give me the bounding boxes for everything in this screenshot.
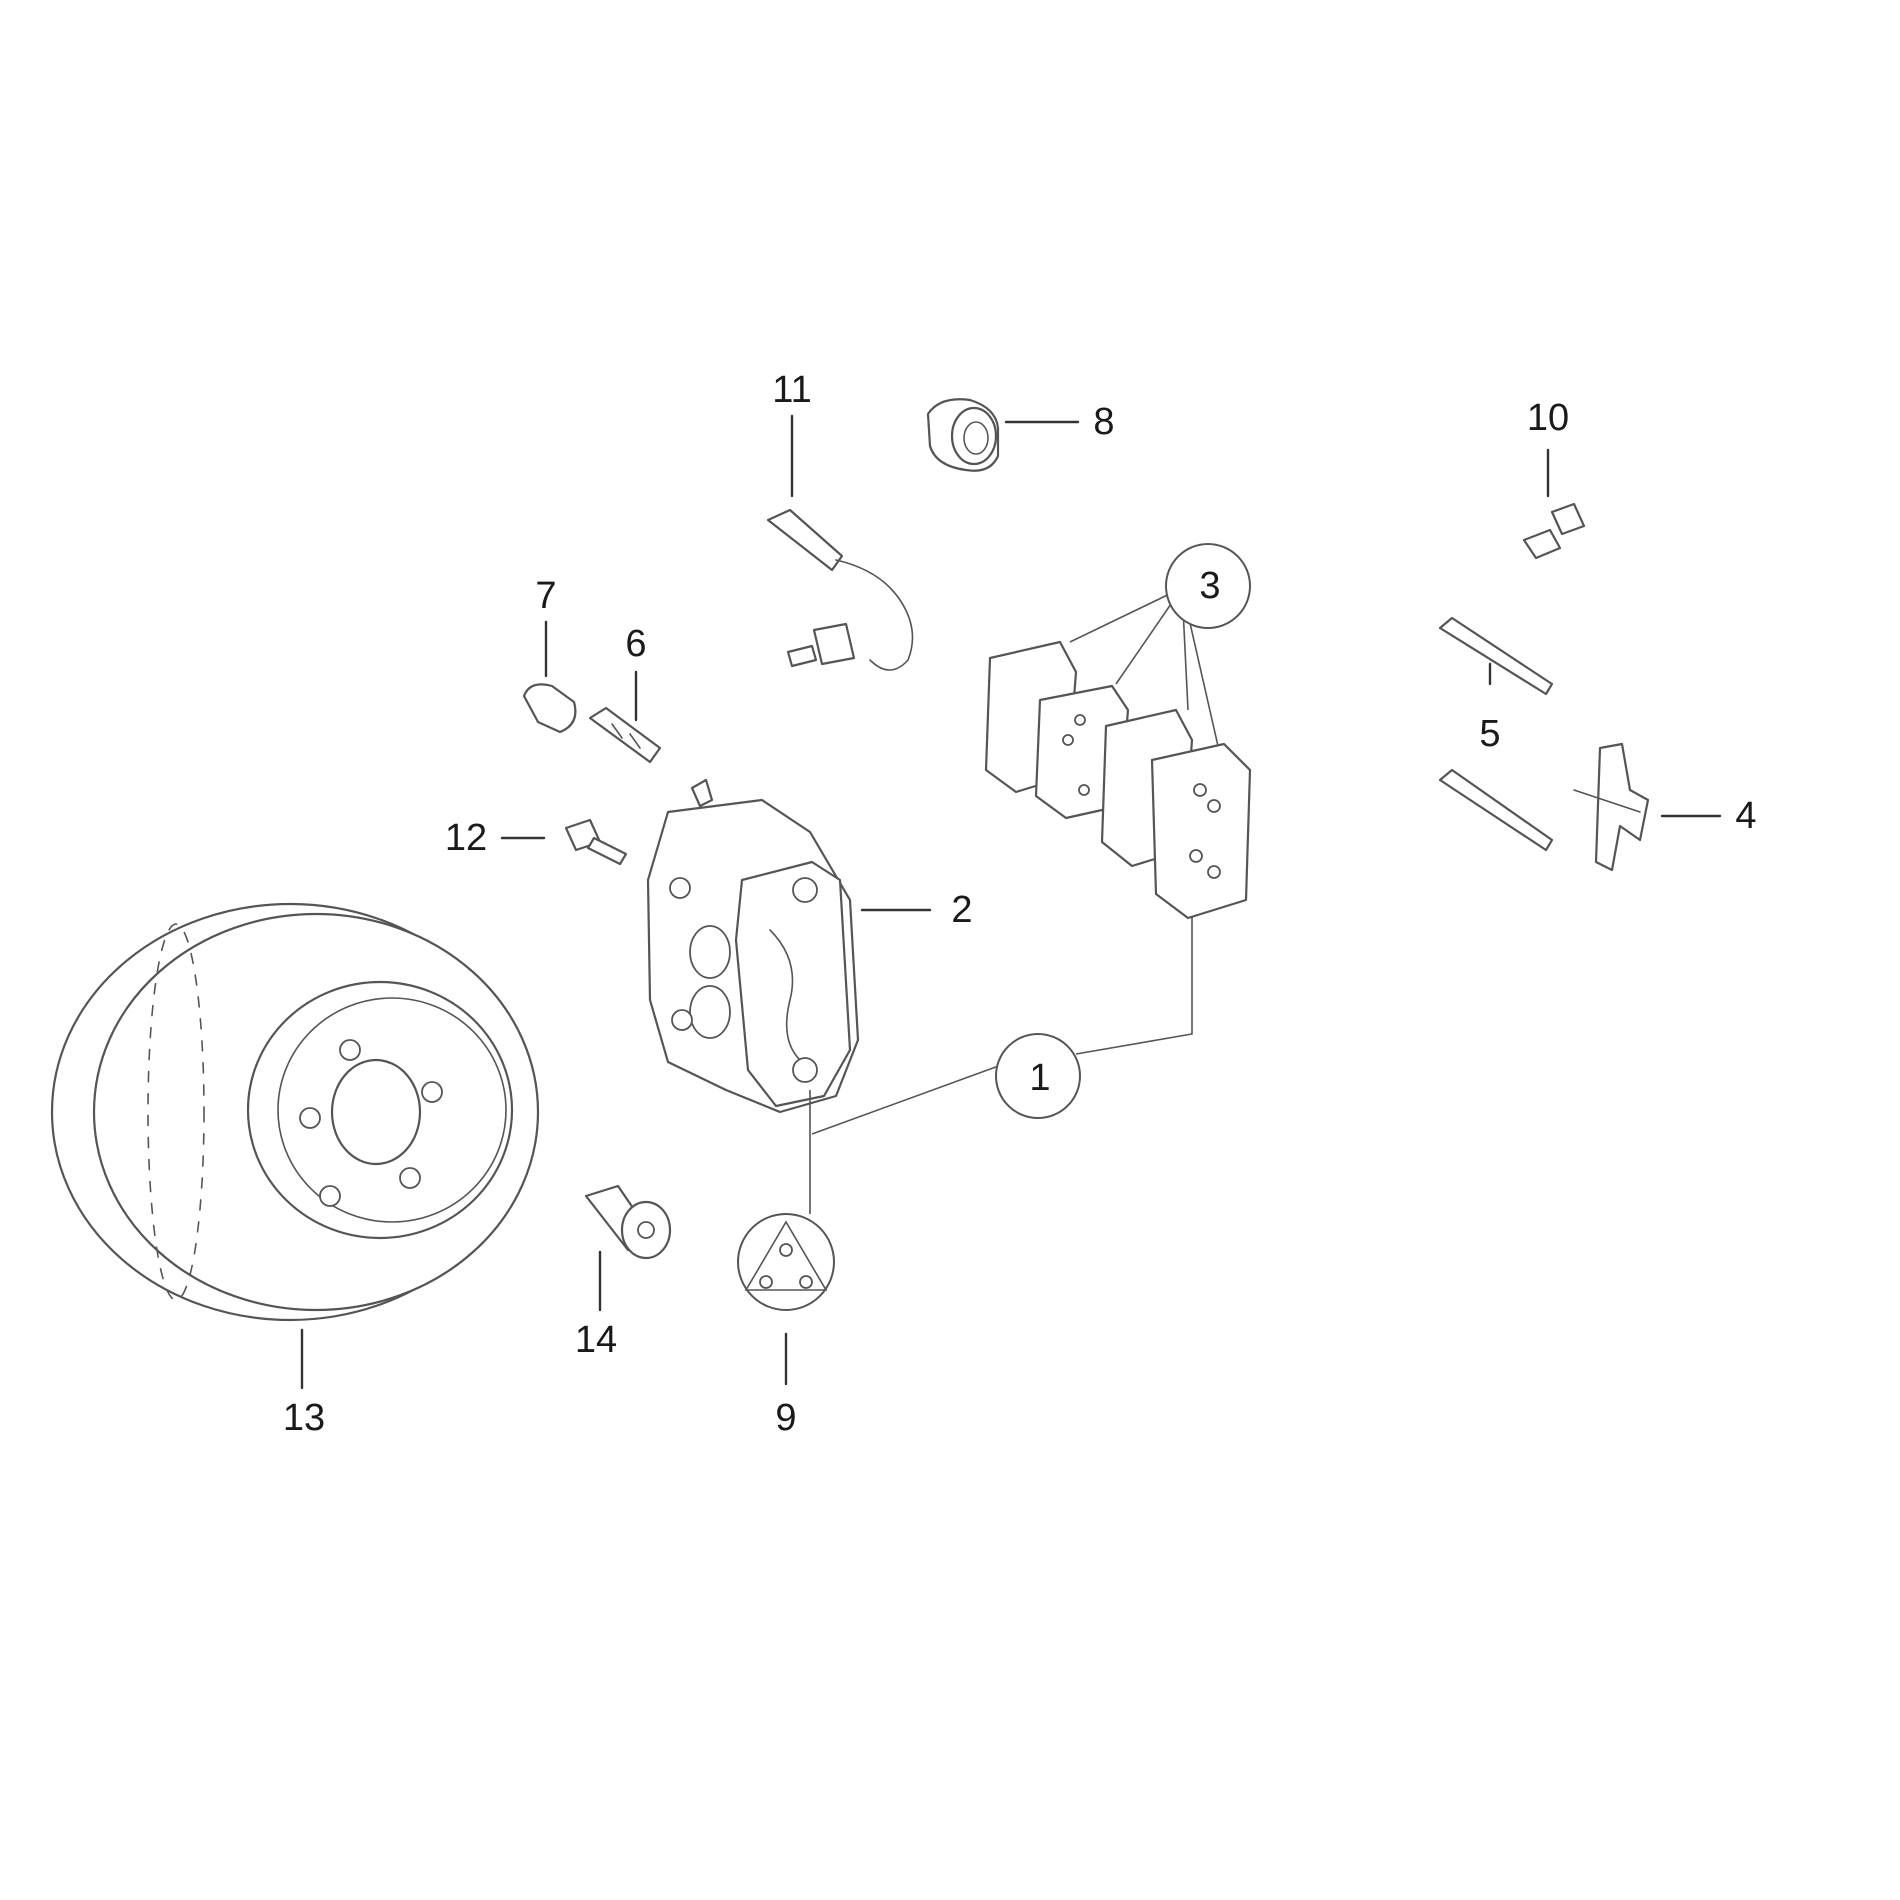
- callout-4: 4: [1735, 795, 1756, 837]
- bolt-small: [1522, 502, 1586, 560]
- pad-spring-clip: [1573, 742, 1650, 872]
- callout-12: 12: [445, 817, 487, 859]
- brake-pads: [984, 640, 1252, 920]
- callout-bubble-1: [995, 1033, 1081, 1119]
- dust-cap: [522, 683, 577, 734]
- callout-13: 13: [283, 1397, 325, 1439]
- callout-11: 11: [772, 369, 811, 411]
- brake-disc: [50, 902, 540, 1322]
- callout-10: 10: [1527, 397, 1569, 439]
- callout-7: 7: [535, 575, 556, 617]
- callout-leaders: [300, 414, 1722, 1390]
- callout-9: 9: [775, 1397, 796, 1439]
- triangle-symbol: [737, 1213, 835, 1311]
- callout-2: 2: [951, 889, 972, 931]
- callout-8: 8: [1093, 401, 1114, 443]
- callout-6: 6: [625, 623, 646, 665]
- bleeder-screw: [588, 706, 662, 764]
- wear-sensor: [766, 508, 914, 671]
- callout-1: 1: [1029, 1057, 1050, 1099]
- callout-5: 5: [1479, 713, 1500, 755]
- brake-caliper: [646, 778, 860, 1114]
- piston-ring: [926, 398, 1000, 472]
- assembly-leaders: [809, 587, 1219, 1214]
- bolt-caliper: [564, 818, 628, 866]
- guide-pins: [1438, 616, 1554, 852]
- callout-bubble-3: [1165, 543, 1251, 629]
- callout-14: 14: [575, 1319, 617, 1361]
- callout-3: 3: [1199, 565, 1220, 607]
- countersunk-screw: [584, 1184, 672, 1260]
